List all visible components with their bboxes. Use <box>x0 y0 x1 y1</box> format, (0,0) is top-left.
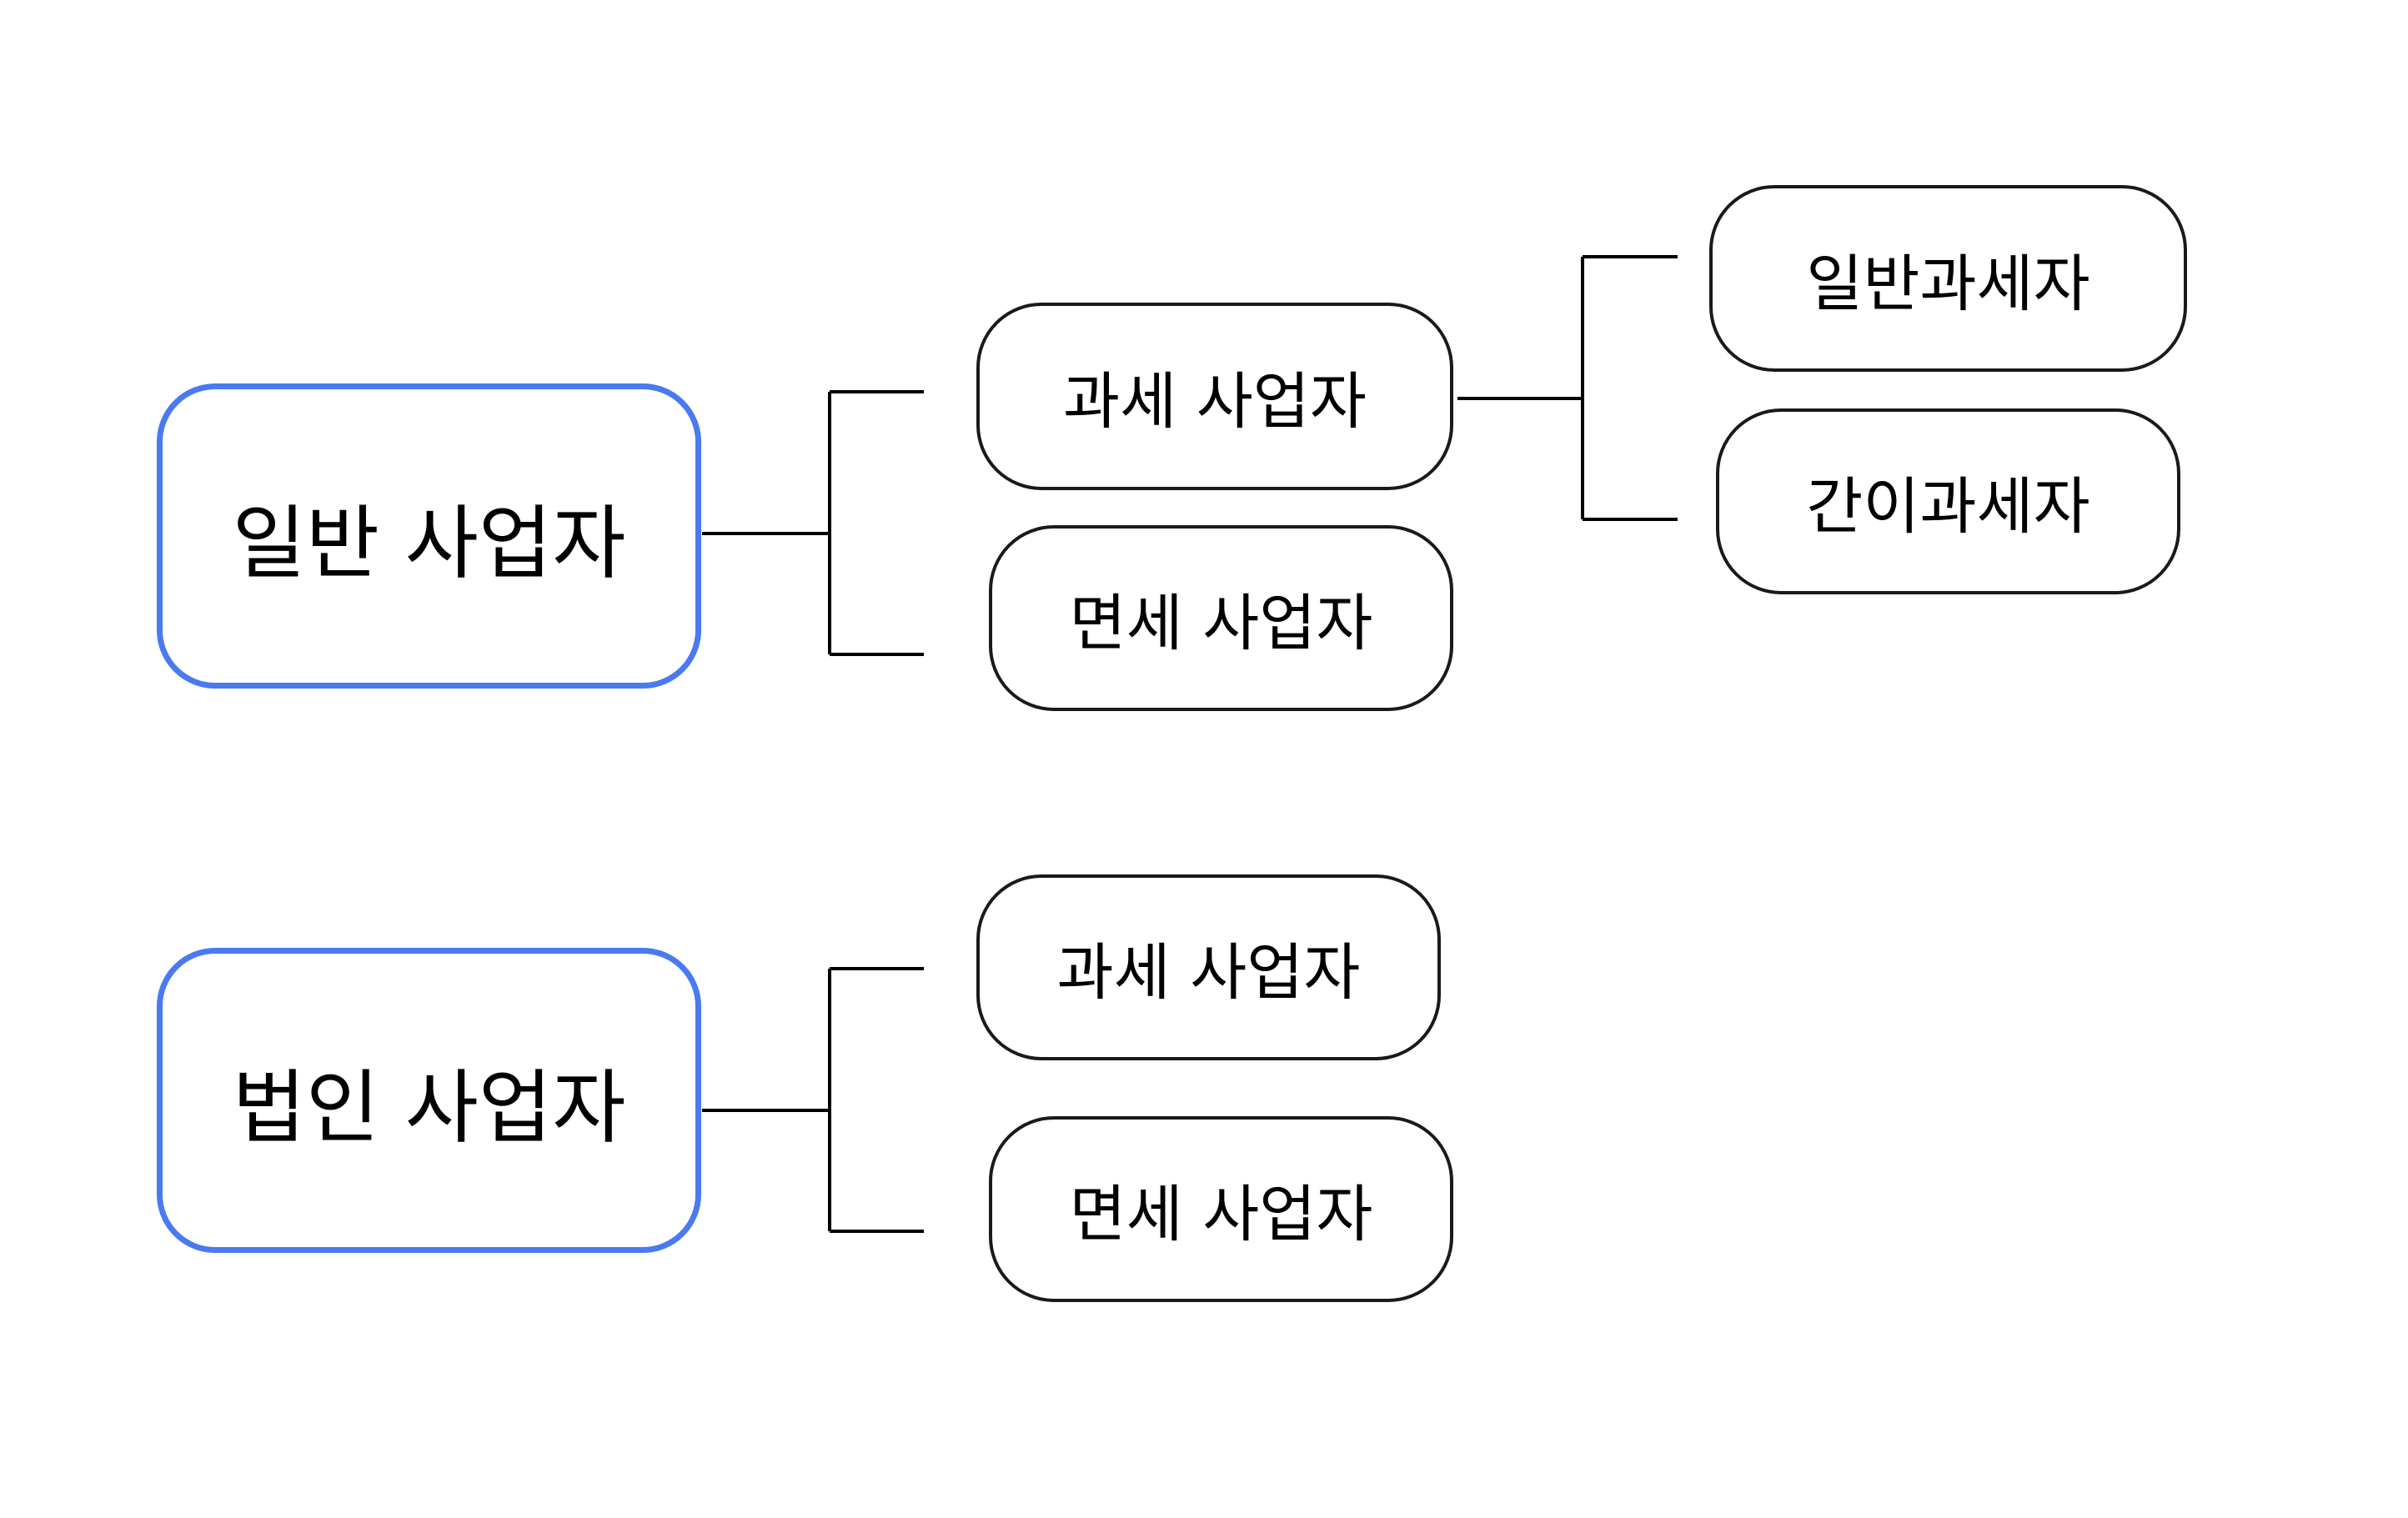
node-tax-exempt-business: 면세 사업자 <box>989 1116 1453 1302</box>
node-label: 과세 사업자 <box>1063 366 1367 438</box>
node-label: 면세 사업자 <box>1069 1179 1373 1250</box>
root-label: 법인 사업자 <box>232 1060 626 1155</box>
node-simplified-taxpayer: 간이과세자 <box>1716 408 2180 594</box>
node-general-taxpayer: 일반과세자 <box>1709 185 2187 372</box>
node-taxable-business: 과세 사업자 <box>976 874 1441 1060</box>
node-taxable-business: 과세 사업자 <box>976 303 1453 490</box>
node-label: 면세 사업자 <box>1069 588 1373 659</box>
node-label: 일반과세자 <box>1806 248 2090 320</box>
node-tax-exempt-business: 면세 사업자 <box>989 525 1453 711</box>
node-label: 간이과세자 <box>1806 471 2090 543</box>
root-node-corporate-business: 법인 사업자 <box>157 948 701 1253</box>
root-node-general-business: 일반 사업자 <box>157 383 701 689</box>
root-label: 일반 사업자 <box>232 496 626 590</box>
node-label: 과세 사업자 <box>1056 937 1361 1009</box>
